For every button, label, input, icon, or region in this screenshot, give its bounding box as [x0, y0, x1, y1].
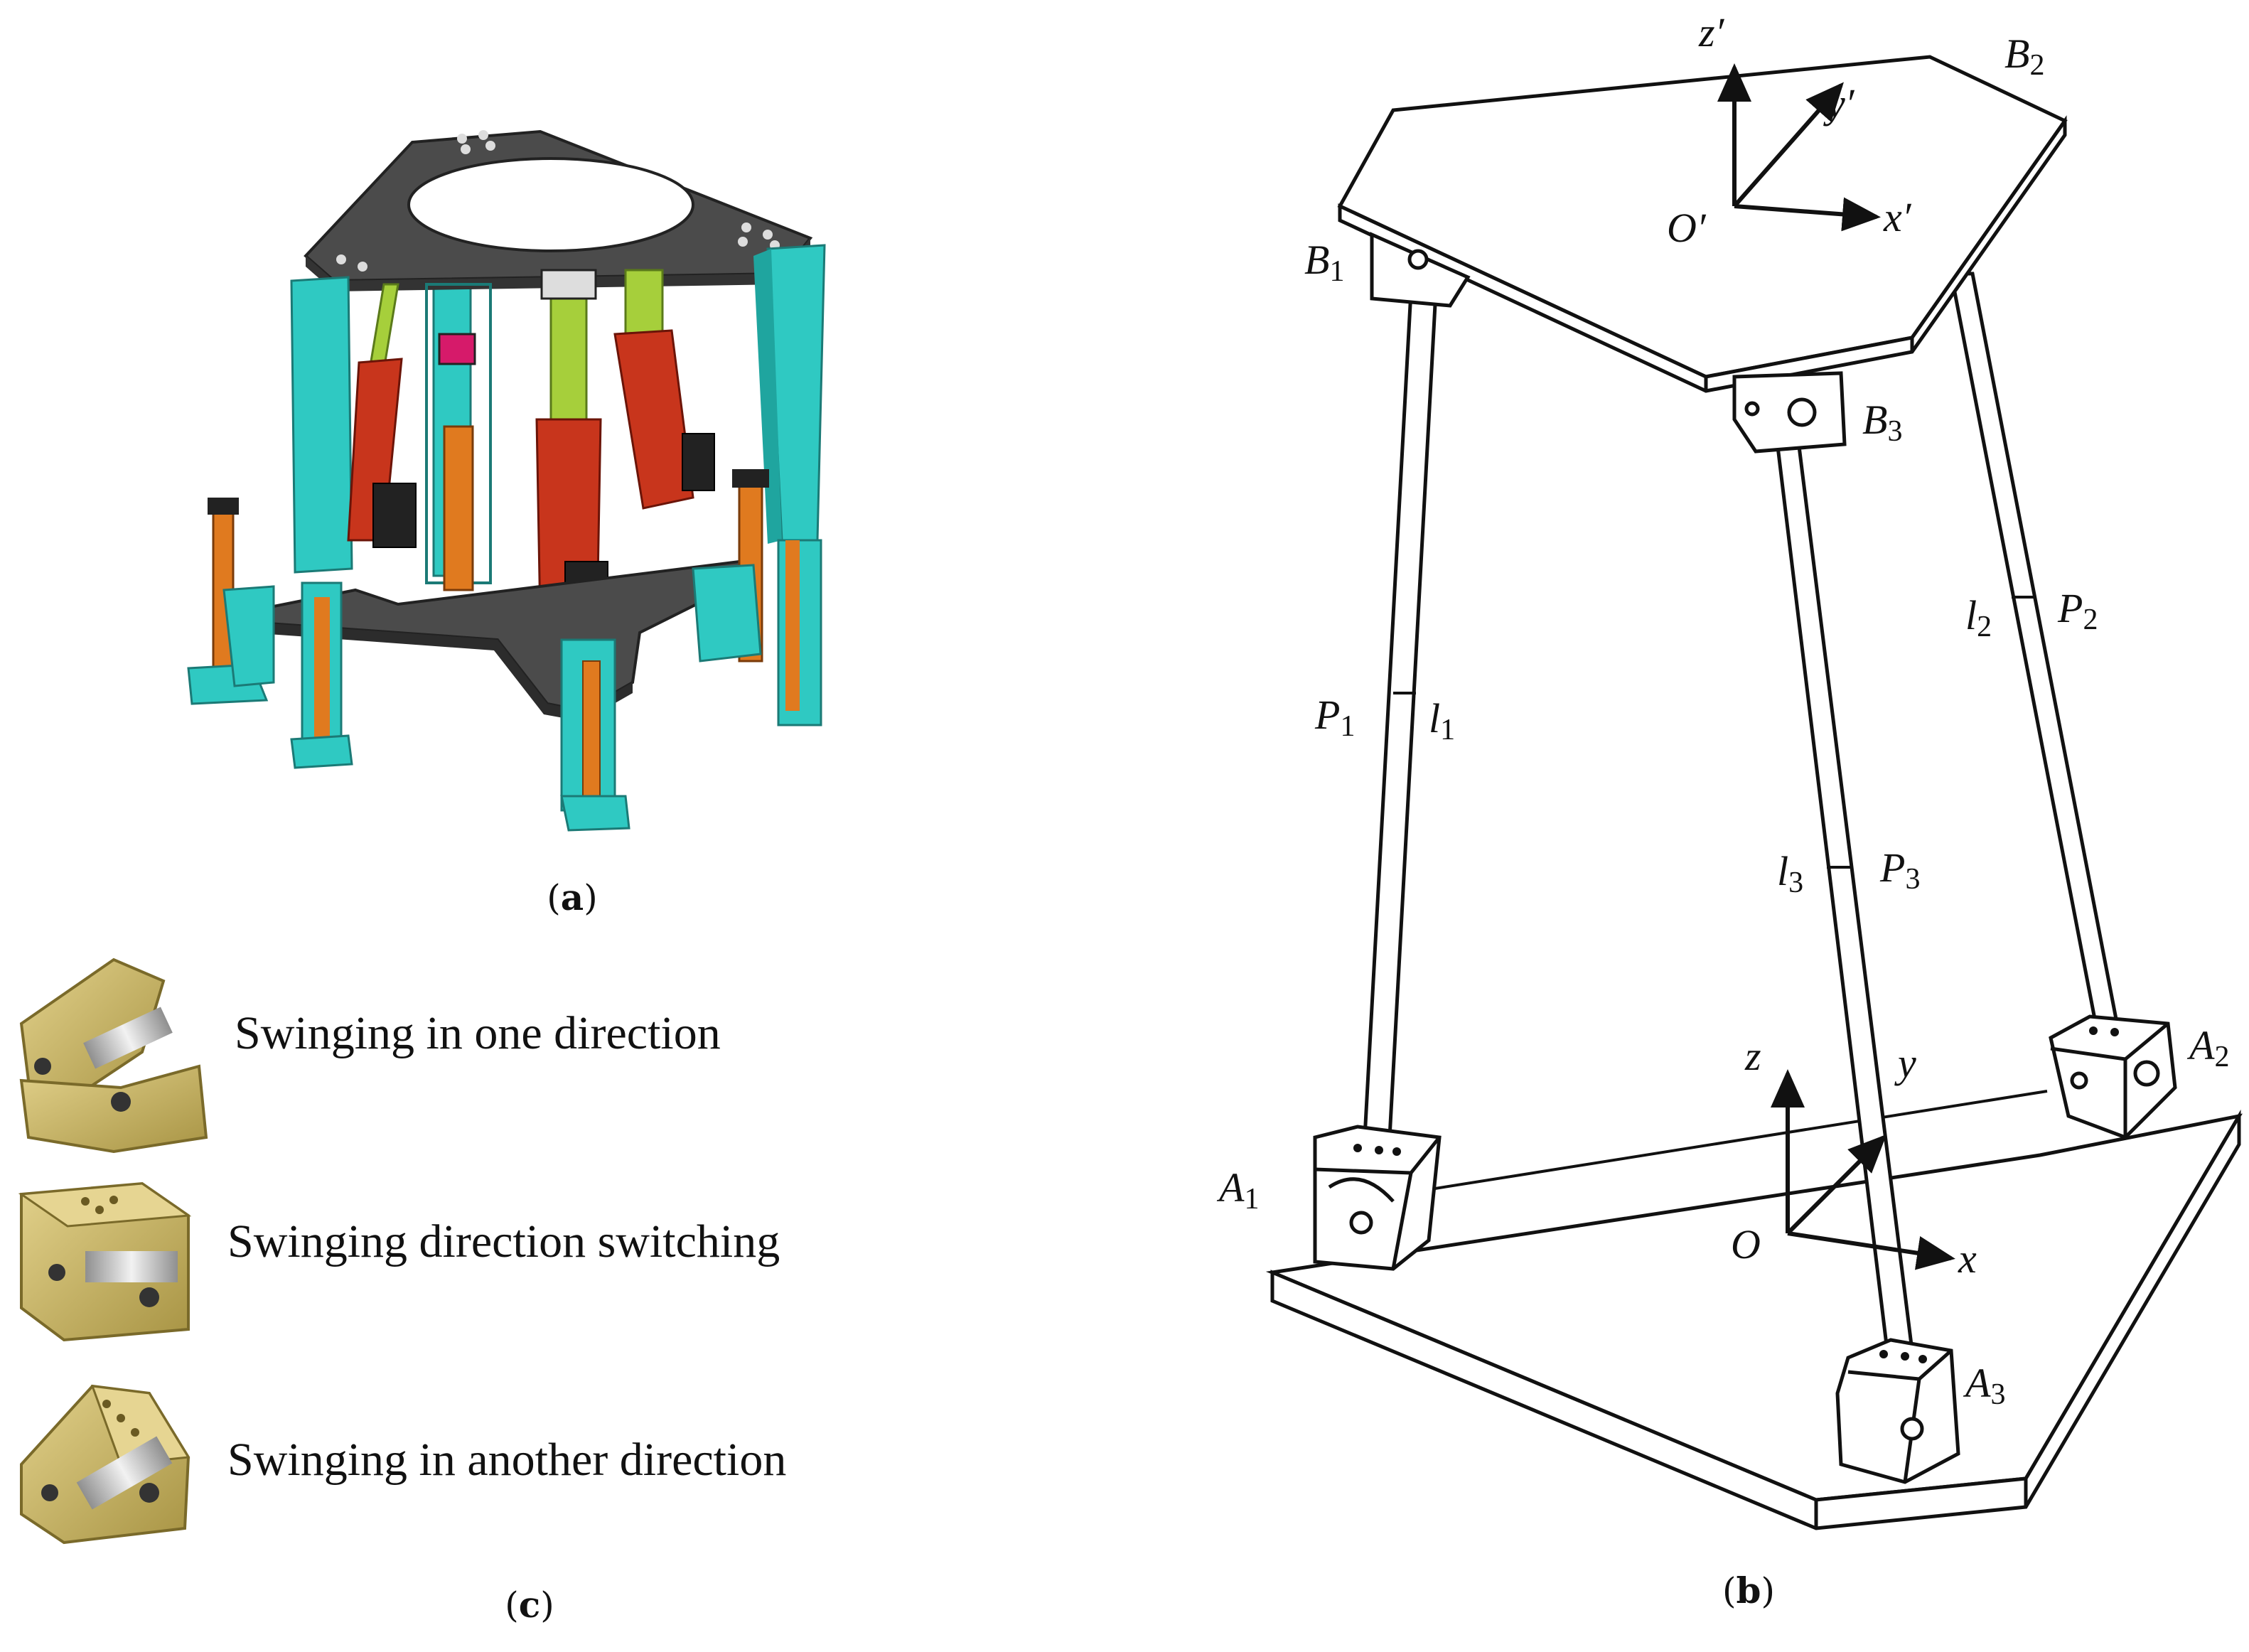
motor [372, 483, 417, 548]
support-leg [692, 469, 822, 726]
label-B1: B1 [1304, 237, 1344, 288]
label-y: y [1894, 1040, 1916, 1086]
label-B3: B3 [1862, 397, 1902, 448]
label-y-prime: y′ [1823, 80, 1855, 127]
caption-a: (a) [547, 876, 597, 918]
leg-1 [1363, 289, 1438, 1139]
label-B2: B2 [2004, 31, 2044, 82]
kinematic-schematic [1265, 55, 2243, 1530]
joint-state-label: Swinging in another direction [227, 1434, 786, 1486]
label-z: z [1744, 1033, 1761, 1079]
joint-state-another-direction: Swinging in another direction [20, 1384, 786, 1545]
leg-2 [1948, 272, 2125, 1051]
support-leg [560, 638, 630, 832]
joint-B3 [1732, 371, 1847, 454]
label-z-prime: z′ [1698, 9, 1725, 55]
joint-state-switching: Swinging direction switching [18, 1181, 780, 1342]
base-frame-axes [1771, 1069, 1955, 1270]
label-A3: A3 [1963, 1360, 2005, 1411]
label-O-prime: O′ [1667, 205, 1707, 251]
schematic-labels: z′ y′ x′ O′ B1 B2 B3 P1 l1 l2 P2 l3 P3 A… [1216, 9, 2229, 1411]
caption-b: (b) [1722, 1570, 1775, 1611]
joint-state-label: Swinging in one direction [235, 1007, 721, 1059]
label-A2: A2 [2186, 1022, 2229, 1073]
joint-state-one-direction: Swinging in one direction [19, 958, 721, 1154]
label-l2: l2 [1965, 592, 1992, 643]
top-plate-hole [407, 157, 694, 252]
joint-A2 [2049, 1014, 2177, 1139]
label-l1: l1 [1429, 695, 1455, 746]
joint-B1 [1370, 232, 1471, 308]
y-prime-axis-arrow [1732, 82, 1844, 208]
universal-joint-icon [20, 1384, 190, 1545]
label-x-prime: x′ [1883, 194, 1912, 240]
support-leg [290, 581, 353, 769]
label-O: O [1731, 1221, 1761, 1267]
label-l3: l3 [1777, 848, 1803, 899]
x-prime-axis-arrow [1734, 197, 1881, 232]
universal-joint-icon [19, 958, 208, 1154]
label-x: x [1958, 1235, 1977, 1282]
moving-frame-axes [1717, 63, 1881, 232]
universal-joint-icon [18, 1181, 192, 1342]
label-P1: P1 [1314, 692, 1355, 743]
y-axis-arrow [1786, 1134, 1887, 1235]
support-leg [290, 276, 353, 574]
linear-actuator [613, 269, 694, 510]
joint-A1 [1313, 1125, 1442, 1271]
joint-A3 [1835, 1338, 1960, 1484]
label-P2: P2 [2057, 585, 2098, 636]
robot-cad-render [187, 129, 826, 832]
caption-c: (c) [505, 1584, 554, 1626]
x-axis-arrow [1787, 1231, 1955, 1270]
support-leg [187, 498, 275, 705]
label-P3: P3 [1879, 844, 1920, 896]
joint-state-label: Swinging direction switching [227, 1216, 780, 1267]
label-A1: A1 [1216, 1164, 1259, 1216]
motor [682, 433, 715, 491]
